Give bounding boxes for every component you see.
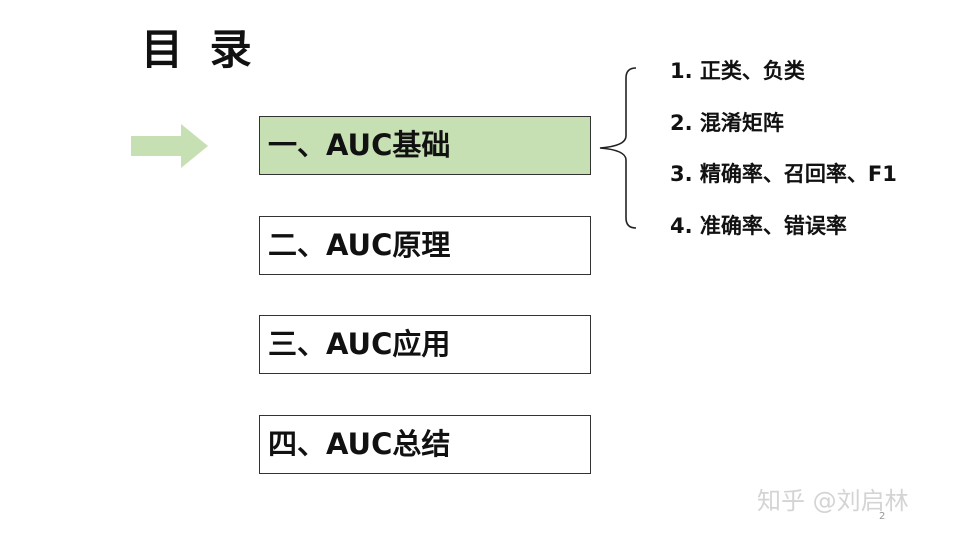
toc-item-auc-principles[interactable]: 二、AUC原理 [259,216,591,275]
toc-item-auc-applications[interactable]: 三、AUC应用 [259,315,591,374]
right-arrow-icon [131,124,208,168]
subtopic-precision-recall-f1: 3. 精确率、召回率、F1 [670,162,897,186]
subtopic-confusion-matrix: 2. 混淆矩阵 [670,111,784,135]
slide-title: 目 录 [141,25,258,74]
toc-item-auc-summary[interactable]: 四、AUC总结 [259,415,591,474]
watermark: 知乎 @刘启林 [757,487,909,515]
toc-item-auc-basics[interactable]: 一、AUC基础 [259,116,591,175]
subtopic-accuracy-error: 4. 准确率、错误率 [670,214,847,238]
page-number: 2 [879,511,886,522]
subtopic-positive-negative: 1. 正类、负类 [670,59,805,83]
left-brace-icon [599,67,637,229]
